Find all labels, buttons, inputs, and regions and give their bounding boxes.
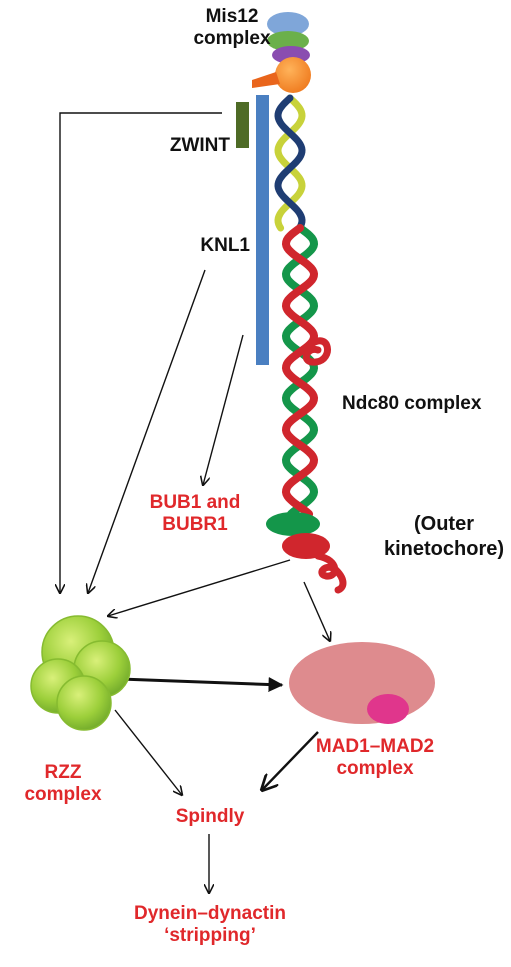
mis12-label: Mis12 complex <box>180 6 284 50</box>
bub-label-line1: BUB1 and <box>149 492 241 513</box>
mad1-mad2-label: MAD1–MAD2 complex <box>300 736 450 780</box>
ndc80-strand-navy <box>274 94 306 232</box>
mad-label-line2: complex <box>336 758 414 779</box>
arrows <box>60 112 330 893</box>
arrow-rzz-to-mad <box>119 677 284 692</box>
outer-kinetochore-label: (Outer kinetochore) <box>380 512 508 562</box>
mis12-subunit-orange <box>275 57 311 93</box>
mis12-tail <box>252 72 280 88</box>
arrow-zwint-to-rzz <box>60 112 222 593</box>
outer-kinetochore-line1: (Outer <box>414 513 474 535</box>
knl1-label: KNL1 <box>200 235 250 256</box>
mis12-label-line2: complex <box>193 28 271 49</box>
ndc80-red-loop <box>302 337 331 366</box>
ndc80-strand-green <box>281 224 319 518</box>
mad1-mad2-shape <box>289 642 435 724</box>
zwint-label: ZWINT <box>169 135 230 156</box>
outer-kinetochore-line2: kinetochore) <box>383 538 505 560</box>
arrow-mad-to-spindly <box>262 731 319 790</box>
rzz-label-line1: RZZ <box>44 762 82 783</box>
dynein-label-line2: ‘stripping’ <box>164 925 256 946</box>
arrow-rzz-to-spindly <box>114 709 182 795</box>
ndc80-strand-yellow <box>274 94 306 232</box>
ndc80-red-tail <box>314 552 347 594</box>
mis12-label-line1: Mis12 <box>205 6 259 27</box>
rzz-label: RZZ complex <box>8 762 118 806</box>
arrow-knl1-to-rzz <box>88 269 206 593</box>
mis12-complex-shape <box>252 12 311 93</box>
ndc80-complex-shape <box>266 94 347 594</box>
mad1-ellipse <box>289 642 435 724</box>
spindly-label: Spindly <box>175 806 245 827</box>
mis12-subunit-blue <box>267 12 309 36</box>
arrow-knl1-to-bub <box>203 334 244 485</box>
mad-label-line1: MAD1–MAD2 <box>315 736 435 757</box>
ndc80-strand-red <box>281 224 319 518</box>
rzz-label-line2: complex <box>24 784 102 805</box>
mis12-subunit-green <box>267 31 309 51</box>
arrow-outer-to-rzz <box>108 559 291 616</box>
bub-label-line2: BUBR1 <box>162 514 228 535</box>
rzz-complex-shape <box>30 615 131 731</box>
mad2-ellipse <box>367 694 409 724</box>
arrow-outer-to-mad <box>303 581 330 641</box>
bub1-bubr1-label: BUB1 and BUBR1 <box>130 492 260 536</box>
dynein-label-line1: Dynein–dynactin <box>133 903 287 924</box>
ndc80-head-green <box>266 512 320 536</box>
knl1-bar <box>256 95 269 365</box>
zwint-bar <box>236 102 249 148</box>
ndc80-label: Ndc80 complex <box>342 393 482 414</box>
dynein-dynactin-label: Dynein–dynactin ‘stripping’ <box>110 903 310 947</box>
